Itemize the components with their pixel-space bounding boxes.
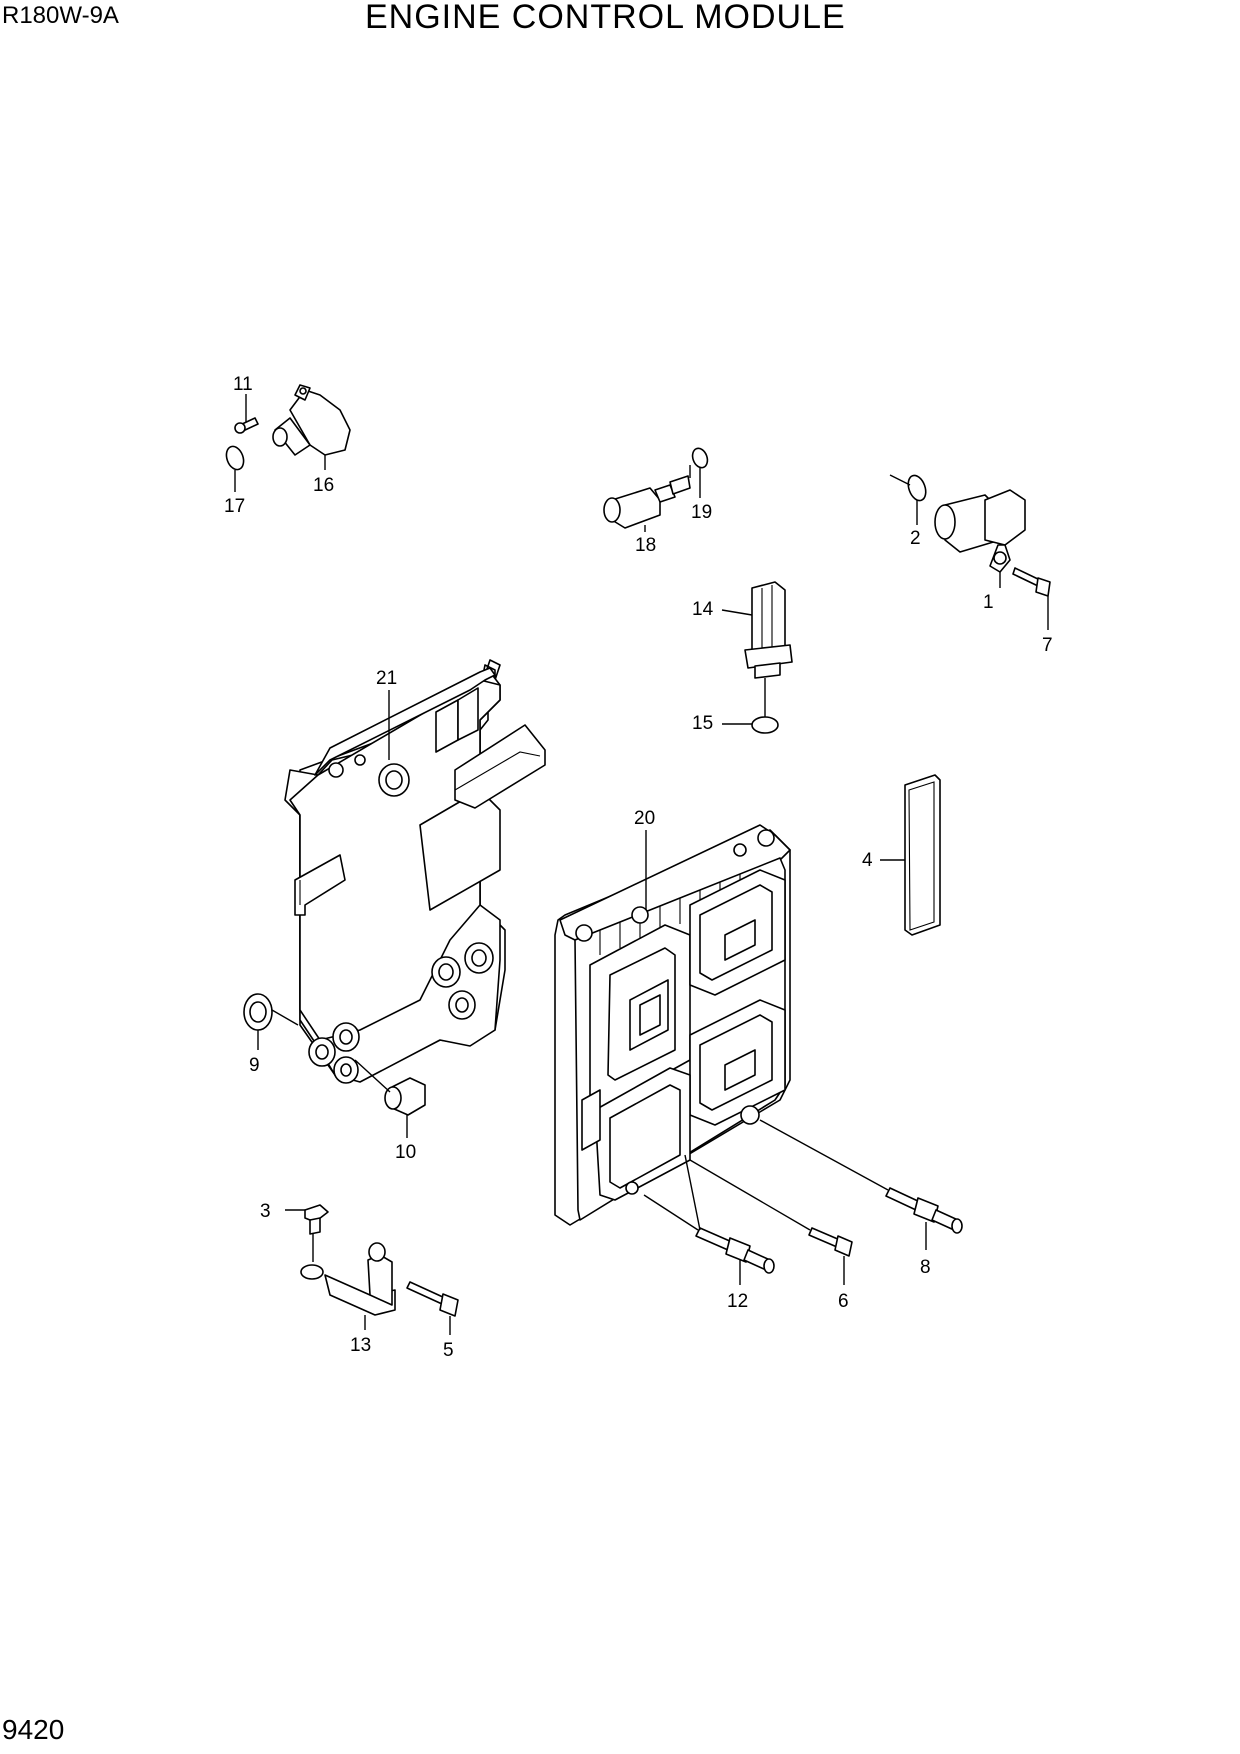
label-plate-part-4 xyxy=(904,774,941,936)
callout-labels: 11 17 16 19 18 2 1 7 14 15 21 20 4 9 10 … xyxy=(224,374,1053,1361)
callout-17: 17 xyxy=(224,496,245,517)
o-ring-part-17 xyxy=(225,445,245,471)
callout-13: 13 xyxy=(350,1335,371,1356)
bolt-part-7 xyxy=(1012,567,1051,597)
page-title: ENGINE CONTROL MODULE xyxy=(365,0,846,36)
leader-lines xyxy=(234,394,1049,1335)
stud-part-12 xyxy=(695,1227,775,1274)
bolt-part-6 xyxy=(808,1227,853,1257)
sensor-part-18 xyxy=(603,475,691,529)
callout-8: 8 xyxy=(920,1257,931,1278)
engine-control-module-part-20 xyxy=(554,824,791,1226)
callout-9: 9 xyxy=(249,1055,260,1076)
callout-15: 15 xyxy=(692,713,713,734)
model-number: R180W-9A xyxy=(2,2,119,29)
callout-6: 6 xyxy=(838,1291,849,1312)
mounting-bracket-part-21 xyxy=(284,659,546,1084)
screw-part-11 xyxy=(234,417,259,434)
page-number: 9420 xyxy=(2,1714,65,1745)
callout-12: 12 xyxy=(727,1291,748,1312)
callout-20: 20 xyxy=(634,808,655,829)
callout-10: 10 xyxy=(395,1142,416,1163)
callout-11: 11 xyxy=(233,374,253,395)
callout-21: 21 xyxy=(376,668,397,689)
sensor-part-16 xyxy=(272,384,351,456)
stud-part-8 xyxy=(885,1187,963,1234)
callout-4: 4 xyxy=(862,850,873,871)
o-ring-part-19 xyxy=(691,447,709,469)
callout-3: 3 xyxy=(260,1201,271,1222)
callout-18: 18 xyxy=(635,535,656,556)
clamp-part-13 xyxy=(300,1242,396,1316)
bolt-part-5 xyxy=(406,1281,459,1317)
callout-16: 16 xyxy=(313,475,334,496)
bolt-part-3 xyxy=(304,1204,329,1235)
o-ring-part-15 xyxy=(751,716,779,734)
callout-7: 7 xyxy=(1042,635,1053,656)
callout-1: 1 xyxy=(983,592,994,613)
o-ring-part-2 xyxy=(907,474,927,502)
bushing-part-9 xyxy=(243,993,273,1031)
bushing-part-10 xyxy=(384,1077,426,1116)
sensor-part-1 xyxy=(934,489,1026,573)
callout-19: 19 xyxy=(691,502,712,523)
sensor-part-14 xyxy=(744,581,793,679)
callout-14: 14 xyxy=(692,599,714,620)
callout-5: 5 xyxy=(443,1340,454,1361)
callout-2: 2 xyxy=(910,528,921,549)
